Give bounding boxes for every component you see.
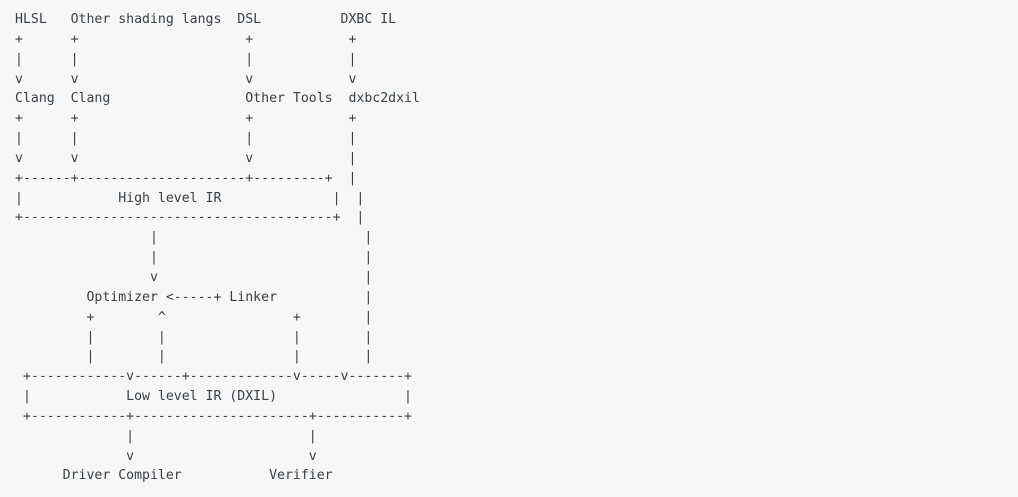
ascii-diagram: HLSL Other shading langs DSL DXBC IL + +… xyxy=(15,12,420,484)
